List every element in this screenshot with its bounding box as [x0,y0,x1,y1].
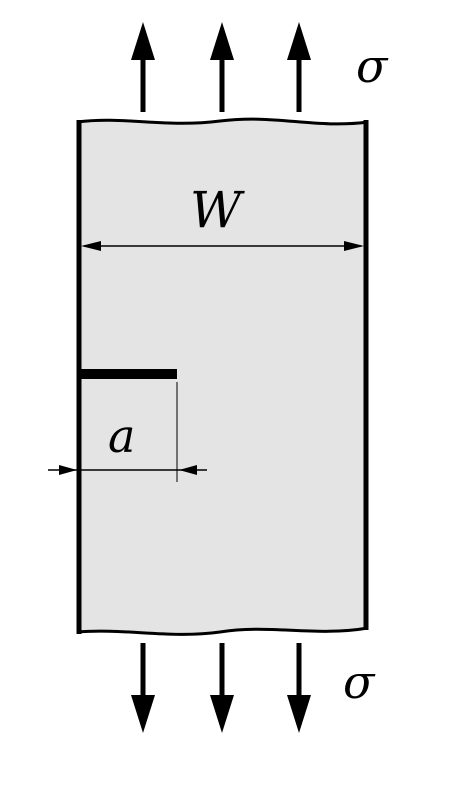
crack-length-label: a [108,409,135,463]
crack-arrowhead-right [179,465,197,475]
width-label: W [190,181,245,239]
stress-arrow-down-right [287,643,311,733]
stress-label-bottom: σ [343,655,376,709]
width-arrowhead-right [344,241,364,251]
crack-length-dimension [48,382,207,482]
stress-label-top: σ [356,39,389,93]
stress-arrow-up-center [210,22,234,112]
plate-body [79,119,366,635]
width-dimension [81,241,364,251]
width-arrowhead-left [81,241,101,251]
stress-arrow-up-left [131,22,155,112]
crack-arrowhead-left [59,465,77,475]
plate-bottom-wavy-edge [76,626,369,636]
stress-arrow-down-center [210,643,234,733]
bottom-stress-arrows [131,643,311,733]
stress-arrow-down-left [131,643,155,733]
edge-crack [79,369,177,379]
stress-arrow-up-right [287,22,311,112]
plate-top-wavy-edge [76,117,369,126]
top-stress-arrows [131,22,311,112]
